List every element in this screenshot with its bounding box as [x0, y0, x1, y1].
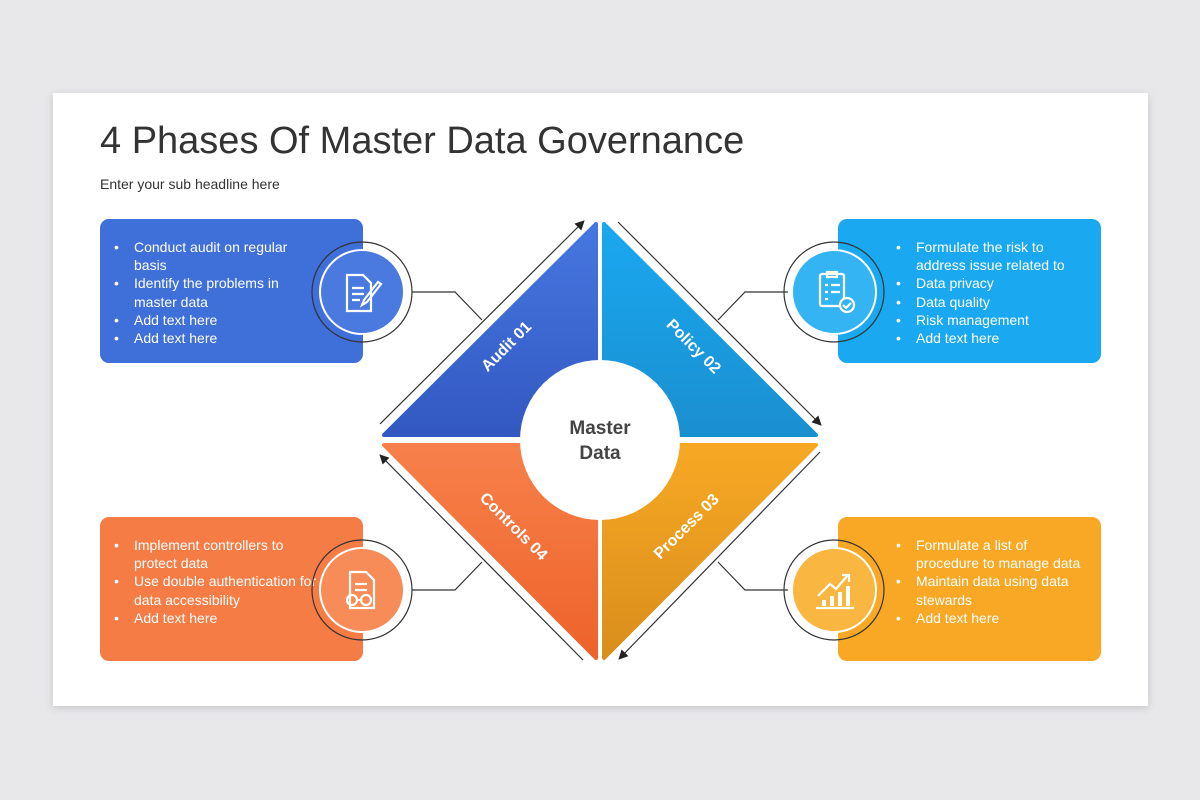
connector-controls: [412, 561, 483, 591]
list-item: Formulate the risk to address issue rela…: [882, 238, 1092, 274]
arrow-audit: [379, 220, 585, 425]
list-item: Add text here: [100, 609, 320, 627]
audit-ring: [311, 241, 413, 343]
audit-quadrant: [382, 222, 598, 437]
policy-card: Formulate the risk to address issue rela…: [838, 219, 1101, 363]
process-quadrant: [602, 443, 818, 660]
clipboard-check-icon: [818, 270, 856, 314]
policy-ring: [783, 241, 885, 343]
center-label-1: Master: [569, 418, 631, 439]
document-glasses-icon: [345, 570, 376, 610]
arrow-controls: [379, 454, 584, 661]
list-item: Conduct audit on regular basis: [100, 238, 320, 274]
document-edit-icon: [345, 273, 383, 313]
list-item: Maintain data using data stewards: [882, 572, 1092, 608]
list-item: Add text here: [882, 609, 1092, 627]
controls-ring: [311, 539, 413, 641]
connector-process: [717, 561, 788, 591]
connector-audit: [412, 291, 483, 321]
center-label-2: Data: [579, 443, 621, 464]
growth-chart-icon: [816, 573, 854, 610]
policy-quadrant: [602, 222, 818, 437]
audit-icon-circle: [319, 249, 405, 335]
process-card: Formulate a list of procedure to manage …: [838, 517, 1101, 661]
list-item: Risk management: [882, 311, 1092, 329]
center-circle: [520, 360, 680, 520]
process-icon-circle: [791, 547, 877, 633]
list-item: Add text here: [100, 311, 320, 329]
process-ring: [783, 539, 885, 641]
list-item: Implement controllers to protect data: [100, 536, 320, 572]
subtitle: Enter your sub headline here: [100, 176, 280, 192]
list-item: Add text here: [882, 329, 1092, 347]
list-item: Data quality: [882, 293, 1092, 311]
list-item: Add text here: [100, 329, 320, 347]
list-item: Use double authentication for data acces…: [100, 572, 320, 608]
list-item: Identify the problems in master data: [100, 274, 320, 310]
connector-policy: [717, 291, 788, 321]
list-item: Formulate a list of procedure to manage …: [882, 536, 1092, 572]
arrow-process: [618, 451, 821, 660]
page-title: 4 Phases Of Master Data Governance: [100, 120, 745, 162]
arrow-policy: [617, 221, 822, 426]
list-item: Data privacy: [882, 274, 1092, 292]
controls-quadrant: [382, 443, 598, 660]
